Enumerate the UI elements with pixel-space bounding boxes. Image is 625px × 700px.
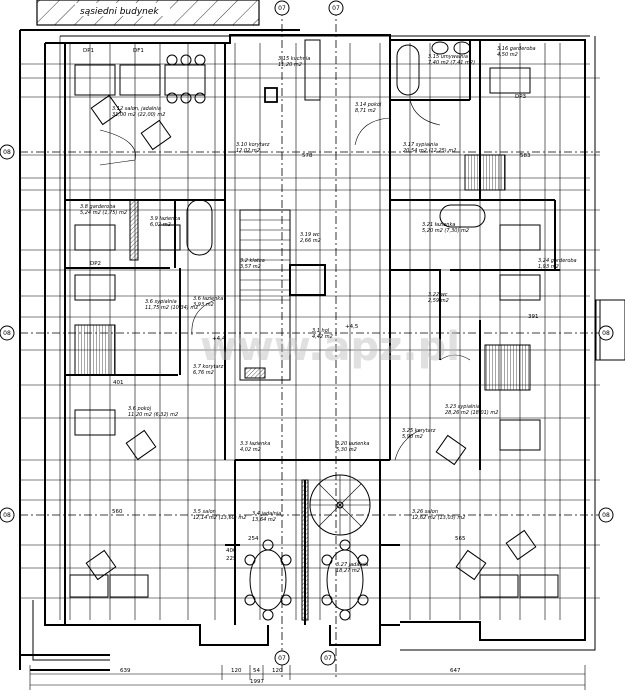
door-swings	[99, 99, 471, 461]
wall-hatched	[129, 199, 139, 261]
staircase	[74, 154, 531, 536]
dimension-label: 583	[520, 153, 531, 159]
room-area: 13,64 m2	[252, 517, 276, 523]
dimension-chain	[29, 665, 586, 690]
room-area: 1,93 m2	[538, 264, 559, 270]
room-area: 12,02 m2	[236, 148, 260, 154]
room-name: 3.12 salon, jadalnia	[112, 106, 161, 112]
watermark: www.apz.pl	[200, 324, 460, 370]
room-area: 11,20 m2 (6,32) m2	[128, 412, 178, 418]
dimension-label: 578	[302, 153, 313, 159]
room-name: 3.23 sypialnia	[445, 404, 480, 410]
room-area: 4,50 m2	[497, 52, 518, 58]
room-area: 28,26 m2 (18,01) m2	[445, 410, 498, 416]
room-name: 3.22 wc	[428, 292, 448, 298]
dimension-label: 120	[231, 668, 242, 674]
room-area: 7,40 m2 (7,41 m2)	[428, 60, 475, 66]
dining-tables	[85, 54, 537, 621]
neighbor-building: sąsiedni budynek	[36, 0, 260, 26]
wall-hatched	[301, 479, 309, 621]
room-area: 11,20 m2	[278, 62, 302, 68]
room-area: 20,54 m2 (12,25) m2	[403, 148, 456, 154]
dimension-label: 254	[248, 536, 259, 542]
dimension-label: 565	[455, 536, 466, 542]
room-area: 4,42 m2	[312, 334, 333, 340]
room-name: 3.27 jadalnia	[336, 562, 368, 568]
room-name: 3.3 łazienka	[240, 441, 270, 447]
room-name: 3.16 garderoba	[497, 46, 536, 52]
room-name: 3.20 łazienka	[336, 441, 369, 447]
axis-label: 08	[602, 330, 610, 337]
axis-label: 07	[324, 655, 332, 662]
room-name: 3.6 sypialnia	[145, 299, 177, 305]
marker-label: DP1	[83, 48, 94, 54]
room-area: 8,71 m2	[355, 108, 376, 114]
dimension-label: 1997	[250, 679, 264, 685]
room-name: 3.25 korytarz	[402, 428, 436, 434]
axis-label: 08	[3, 512, 11, 519]
room-name: 3.21 łazienka	[422, 222, 455, 228]
level-label: +4,4	[212, 336, 226, 342]
neighbor-label: sąsiedni budynek	[80, 7, 159, 17]
room-name: 3.7 korytarz	[193, 364, 224, 370]
room-area: 6,02 m2	[150, 222, 171, 228]
axis-label: 08	[3, 149, 11, 156]
axis-label: 08	[3, 330, 11, 337]
room-area: 5,90 m2	[402, 434, 423, 440]
outer-walls	[19, 29, 625, 671]
room-area: 18,27 m2	[336, 568, 360, 574]
dimension-label: 54	[253, 668, 260, 674]
room-name: 3.9 łazienka	[150, 216, 180, 222]
dimension-label: 647	[450, 668, 461, 674]
dimension-label: 120	[272, 668, 283, 674]
level-label: +4,5	[345, 324, 359, 330]
room-area: 11,75 m2 (10,34) m2	[145, 305, 198, 311]
fixtures	[186, 39, 486, 256]
dimension-label: 639	[120, 668, 131, 674]
room-area: 2,59 m2	[428, 298, 449, 304]
dimension-label: 391	[528, 314, 539, 320]
room-name: 3.17 sypialnia	[403, 142, 438, 148]
marker-label: DP2	[90, 261, 101, 267]
dimension-label: 560	[112, 509, 123, 515]
room-area: 6,76 m2	[193, 370, 214, 376]
dimension-label: 400	[226, 548, 237, 554]
room-area: 3,93 m2	[193, 302, 214, 308]
room-name: 3.8 garderoba	[80, 204, 115, 210]
room-name: 3.15 kuchnia	[278, 56, 310, 62]
room-area: 12,62 m2 (13,03) m2	[412, 515, 465, 521]
axis-label: 07	[278, 5, 286, 12]
room-area: 31,00 m2 (22,00) m2	[112, 112, 165, 118]
room-name: 3.15 umywalnia	[428, 54, 468, 60]
room-area: 2,66 m2	[300, 238, 321, 244]
room-area: 4,02 m2	[240, 447, 261, 453]
wall-hatched	[244, 367, 266, 379]
room-area: 5,30 m2	[336, 447, 357, 453]
room-name: 3.2 klatka	[240, 258, 265, 264]
dimension-label: 225	[226, 556, 237, 562]
room-name: 3.10 korytarz	[236, 142, 270, 148]
room-area: 3,57 m2	[240, 264, 261, 270]
marker-label: DF1	[133, 48, 144, 54]
marker-label: DP3	[515, 94, 527, 100]
room-name: 3.6 łazienka	[193, 296, 223, 302]
room-name: 3.14 pokój	[355, 101, 382, 108]
beds	[69, 64, 559, 598]
dimension-label: 401	[113, 380, 124, 386]
room-name: 3.19 wc	[300, 232, 320, 238]
room-name: 3.26 salon	[412, 509, 438, 515]
axis-label: 07	[332, 5, 340, 12]
axis-label: 07	[278, 655, 286, 662]
room-name: 3.6 pokój	[128, 405, 152, 412]
room-name: 3.5 salon	[193, 509, 216, 515]
axis-markers	[0, 0, 614, 666]
room-area: 12,14 m2 (13,60) m2	[193, 515, 246, 521]
room-name: 3.24 garderoba	[538, 258, 577, 264]
axis-label: 08	[602, 512, 610, 519]
room-area: 5,20 m2 (7,30) m2	[422, 228, 469, 234]
room-name: 3.4 jadalnia	[252, 511, 281, 517]
room-area: 5,24 m2 (1,75) m2	[80, 210, 127, 216]
room-name: 3.1 hol	[312, 328, 330, 334]
